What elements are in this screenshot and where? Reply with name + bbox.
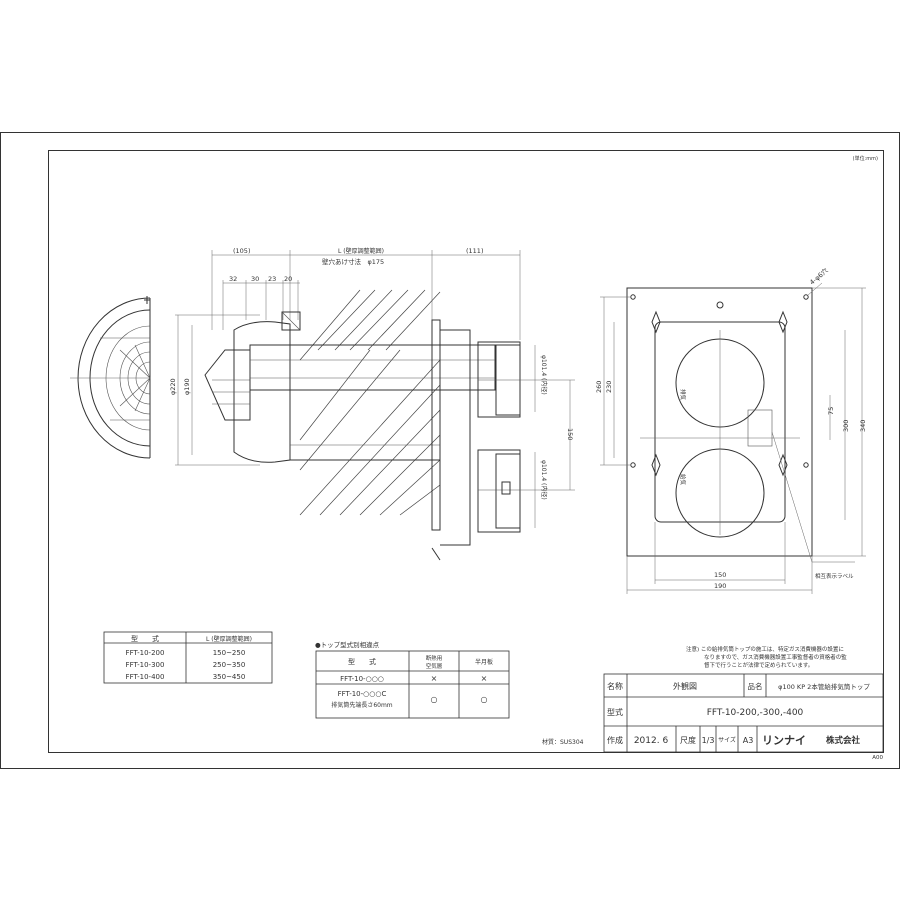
dim-23: 23	[268, 275, 276, 283]
tb-size-label: サイズ	[718, 736, 736, 744]
tb-size-value: A3	[743, 736, 754, 745]
tb-name-label: 名称	[607, 681, 623, 691]
table-row: FFT-10-○○○C	[338, 690, 387, 698]
table-row: FFT-10-○○○	[340, 675, 384, 683]
wall-hole-size: 壁穴あけ寸法 φ175	[322, 257, 384, 266]
tb-model-value: FFT-10-200,-300,-400	[707, 708, 804, 718]
dim-105: (105)	[233, 247, 250, 255]
bolt-holes: 4-φ6穴	[808, 266, 831, 287]
model-table: 型 式 L (壁厚調整範囲) FFT-10-200 150~250 FFT-10…	[103, 631, 273, 684]
dim-phi220: φ220	[169, 378, 177, 395]
diff-header-model: 型 式	[348, 657, 376, 666]
caution-note: 注意) この給排気筒トップの施工は、特定ガス消費機器の設置に なりますので、ガス…	[686, 645, 847, 669]
tb-product-value: φ100 KP 2本管給排気筒トップ	[778, 682, 870, 691]
svg-text:注意) この給排気筒トップの施工は、特定ガス消費機器の設置に: 注意) この給排気筒トップの施工は、特定ガス消費機器の設置に	[686, 645, 844, 653]
unit-note: (単位:mm)	[853, 155, 878, 162]
dim-260: 260	[595, 381, 603, 393]
dim-150-side: 150	[566, 428, 574, 440]
dim-20: 20	[284, 275, 292, 283]
table-cell: 350~450	[213, 673, 246, 681]
front-view: 4-φ6穴 排気 給気 260 230 75 300 340 150 190 相…	[595, 266, 867, 594]
tb-product-label: 品名	[748, 681, 763, 691]
tb-scale-value: 1/3	[702, 736, 715, 745]
table-cell: 150~250	[213, 649, 246, 657]
tb-scale-label: 尺度	[680, 735, 696, 745]
difference-table: ●トップ型式別相違点 型 式 断熱用 空気層 半月板 FFT-10-○○○ × …	[315, 640, 510, 719]
label-note: 相互表示ラベル	[815, 572, 854, 580]
dim-phi190: φ190	[183, 378, 191, 395]
dim-L: L (壁厚調整範囲)	[338, 247, 384, 255]
side-view: (105) L (壁厚調整範囲) (111) 壁穴あけ寸法 φ175 32 30…	[169, 247, 575, 561]
svg-text:なりますので、ガス消費機器設置工事監督者の資格者の監: なりますので、ガス消費機器設置工事監督者の資格者の監	[704, 653, 847, 661]
exhaust-label: 排気	[679, 389, 687, 401]
intake-label: 給気	[679, 474, 687, 486]
tb-model-label: 型式	[607, 707, 623, 717]
dim-340: 340	[859, 420, 867, 432]
dim-30: 30	[251, 275, 259, 283]
dim-phi101-bottom: φ101.4 (内径)	[540, 460, 548, 500]
dim-phi101-top: φ101.4 (内径)	[540, 355, 548, 395]
dim-32: 32	[229, 275, 237, 283]
dim-230: 230	[605, 381, 613, 393]
end-view	[70, 296, 151, 459]
dim-111: (111)	[466, 247, 483, 255]
table-cell: ○	[431, 695, 438, 704]
drawing-border	[48, 150, 884, 753]
tb-name-value: 外観図	[673, 681, 697, 691]
material-note: 材質：SUS304	[542, 738, 584, 746]
table-cell: ×	[481, 674, 488, 683]
table-row: FFT-10-400	[126, 673, 165, 681]
diff-header-insulation-2: 空気層	[426, 662, 443, 670]
diff-header-half-moon: 半月板	[475, 658, 493, 666]
table-cell: 250~350	[213, 661, 246, 669]
dim-75: 75	[827, 407, 835, 415]
svg-text:督下で行うことが法律で定められています。: 督下で行うことが法律で定められています。	[704, 661, 813, 669]
table-row: FFT-10-200	[126, 649, 165, 657]
table-cell: ○	[481, 695, 488, 704]
tb-created-value: 2012. 6	[634, 736, 669, 746]
company-logo: リンナイ	[762, 734, 806, 747]
title-block: 名称 外観図 品名 φ100 KP 2本管給排気筒トップ 型式 FFT-10-2…	[603, 673, 883, 761]
revision: A00	[872, 755, 883, 761]
tb-created-label: 作成	[607, 735, 623, 745]
table-row: FFT-10-300	[126, 661, 165, 669]
dim-190: 190	[714, 582, 726, 590]
dim-300: 300	[842, 420, 850, 432]
diff-header-insulation: 断熱用	[426, 654, 443, 662]
company-suffix: 株式会社	[826, 735, 861, 746]
model-table-header-L: L (壁厚調整範囲)	[206, 635, 252, 643]
table-row-sub: 排気筒先端長さ60mm	[331, 701, 392, 709]
model-table-header-model: 型 式	[131, 634, 159, 643]
diff-table-title: ●トップ型式別相違点	[315, 640, 380, 649]
table-cell: ×	[431, 674, 438, 683]
dim-150-front: 150	[714, 571, 726, 579]
